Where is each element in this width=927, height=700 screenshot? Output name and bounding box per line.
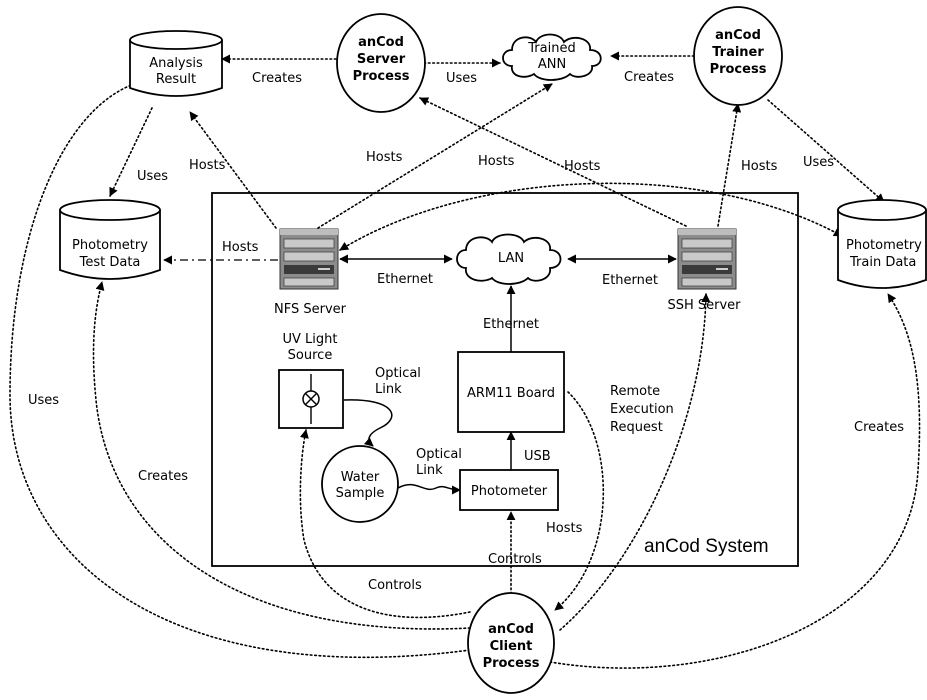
uv-light-source: UV Light Source	[278, 332, 344, 429]
label-uses-left: Uses	[28, 393, 59, 408]
label-creates-trainer: Creates	[624, 70, 674, 85]
photometry-train-line-2: Train Data	[849, 255, 916, 270]
label-optical-2-line-1: Optical	[416, 447, 462, 462]
label-creates-right: Creates	[854, 420, 904, 435]
edge-client-ssh-remote	[559, 293, 711, 631]
label-optical-1-line-2: Link	[375, 382, 402, 397]
edge-nfs-hosts-analysis	[189, 111, 277, 229]
label-uses-server: Uses	[446, 71, 477, 86]
label-hosts-ann: Hosts	[366, 150, 403, 165]
label-remote-line-3: Request	[610, 420, 663, 435]
label-hosts-analysis: Hosts	[189, 158, 226, 173]
edge-trainer-uses-train	[767, 99, 885, 203]
photometry-test-store: Photometry Test Data	[59, 199, 161, 280]
label-controls-uv: Controls	[368, 578, 422, 593]
arm11-board-label: ARM11 Board	[467, 386, 555, 401]
label-remote-line-2: Execution	[610, 402, 674, 417]
nfs-server: NFS Server	[274, 228, 347, 317]
label-optical-2-line-2: Link	[416, 463, 443, 478]
water-sample-line-2: Sample	[336, 486, 385, 501]
server-process-line-1: anCod	[358, 35, 404, 50]
client-process-line-1: anCod	[488, 622, 534, 637]
label-controls-photometer: Controls	[488, 552, 542, 567]
lamp-icon	[302, 374, 320, 424]
label-ethernet-ssh: Ethernet	[602, 273, 658, 288]
trained-ann-line-2: ANN	[538, 57, 566, 72]
edge-client-creates-train	[549, 293, 921, 669]
ssh-server-label: SSH Server	[667, 298, 741, 313]
photometry-test-line-2: Test Data	[79, 255, 141, 270]
trainer-process: anCod Trainer Process	[693, 6, 783, 106]
edge-labels: Creates Uses Creates Uses Hosts Hosts Ho…	[28, 70, 904, 593]
nfs-server-icon	[279, 228, 339, 290]
nfs-server-label: NFS Server	[274, 302, 347, 317]
label-optical-1-line-1: Optical	[375, 366, 421, 381]
label-hosts-train: Hosts	[564, 159, 601, 174]
trained-ann-cloud: Trained ANN	[502, 33, 602, 81]
photometry-test-line-1: Photometry	[72, 238, 148, 253]
photometry-train-store: Photometry Train Data	[837, 199, 927, 289]
edge-ssh-hosts-trainer	[717, 103, 742, 227]
server-process: anCod Server Process	[336, 13, 426, 113]
client-process-line-3: Process	[483, 656, 540, 671]
server-process-line-3: Process	[353, 69, 410, 84]
edge-nfs-hosts-train	[339, 182, 843, 251]
edge-client-creates-test	[92, 281, 471, 630]
uv-light-line-1: UV Light	[283, 332, 338, 347]
system-label: anCod System	[644, 536, 769, 557]
uv-light-line-2: Source	[288, 348, 333, 363]
edge-client-uses-analysis	[9, 79, 471, 659]
label-uses-analysis: Uses	[137, 169, 168, 184]
trainer-process-line-3: Process	[710, 62, 767, 77]
lan-cloud: LAN	[456, 233, 562, 285]
label-creates-left: Creates	[138, 469, 188, 484]
edge-analysis-uses-test	[109, 107, 153, 197]
edge-nfs-hosts-ann	[317, 83, 553, 229]
label-hosts-trainer: Hosts	[741, 159, 778, 174]
label-usb: USB	[524, 449, 551, 464]
arm11-board: ARM11 Board	[457, 351, 565, 433]
ssh-server: SSH Server	[667, 228, 741, 313]
photometer-label: Photometer	[471, 484, 548, 499]
client-process: anCod Client Process	[467, 592, 555, 694]
label-hosts-arm: Hosts	[546, 521, 583, 536]
photometer: Photometer	[459, 469, 559, 511]
label-ethernet-arm: Ethernet	[483, 317, 539, 332]
analysis-result-line-2: Result	[156, 72, 196, 87]
connectors	[9, 51, 921, 669]
edge-uv-water-optical	[343, 399, 393, 447]
ancod-system-boundary	[211, 192, 799, 567]
water-sample: Water Sample	[321, 445, 399, 523]
analysis-result-store: Analysis Result	[129, 30, 223, 97]
water-sample-line-1: Water	[341, 470, 380, 485]
trained-ann-line-1: Trained	[527, 41, 575, 56]
lan-label: LAN	[498, 251, 524, 266]
edge-water-photometer-optical	[397, 483, 461, 495]
edge-ssh-hosts-server	[419, 97, 687, 227]
label-ethernet-nfs: Ethernet	[377, 272, 433, 287]
ssh-server-icon	[677, 228, 737, 290]
trainer-process-line-2: Trainer	[712, 45, 764, 60]
label-creates-server: Creates	[252, 71, 302, 86]
photometry-train-line-1: Photometry	[846, 238, 922, 253]
edge-arm-hosts-client	[554, 391, 605, 611]
edge-client-controls-uv	[299, 429, 471, 619]
client-process-line-2: Client	[490, 639, 533, 654]
analysis-result-line-1: Analysis	[149, 56, 203, 71]
server-process-line-2: Server	[357, 52, 406, 67]
label-uses-trainer: Uses	[803, 155, 834, 170]
label-hosts-server: Hosts	[478, 154, 515, 169]
label-hosts-test: Hosts	[222, 240, 259, 255]
trainer-process-line-1: anCod	[715, 28, 761, 43]
label-remote-line-1: Remote	[610, 384, 660, 399]
